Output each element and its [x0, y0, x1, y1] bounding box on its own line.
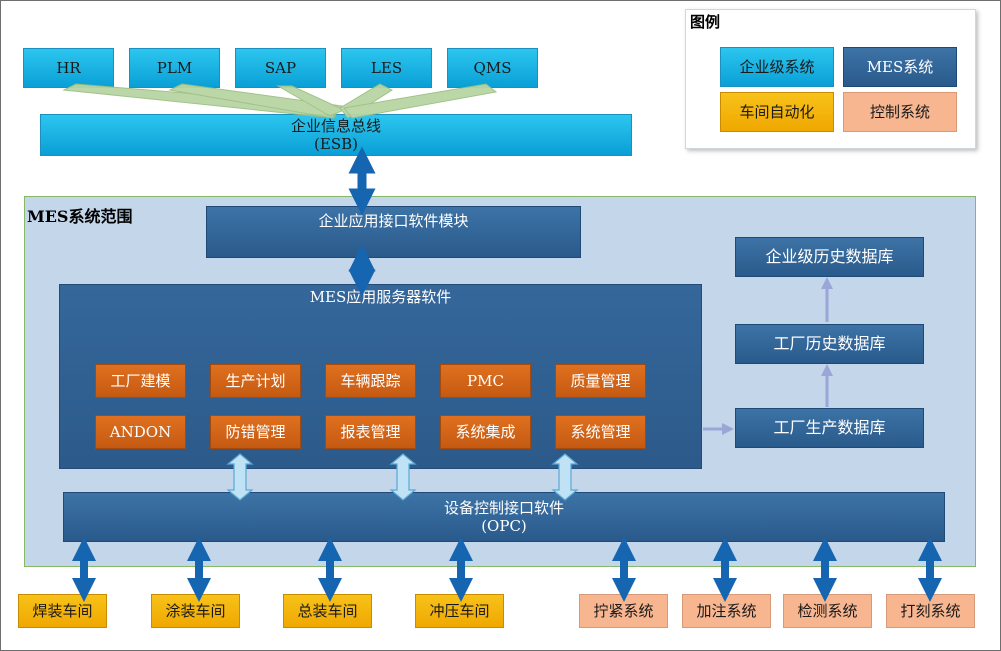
field-arrows — [72, 537, 942, 602]
legend-title: 图例 — [690, 13, 721, 31]
control-filling: 加注系统 — [682, 594, 771, 628]
module-pmc: PMC — [440, 364, 531, 398]
system-sap: SAP — [235, 48, 326, 88]
interface-module: 企业应用接口软件模块 — [206, 206, 581, 258]
legend-enterprise: 企业级系统 — [720, 47, 834, 87]
module-integration: 系统集成 — [440, 415, 531, 449]
legend-mes: MES系统 — [843, 47, 957, 87]
control-tightening: 拧紧系统 — [579, 594, 668, 628]
esb-fan-connectors — [62, 83, 498, 119]
db-factory-history: 工厂历史数据库 — [735, 324, 924, 364]
module-error-proofing: 防错管理 — [210, 415, 301, 449]
legend-workshop: 车间自动化 — [720, 92, 834, 132]
db-enterprise-history: 企业级历史数据库 — [735, 237, 924, 277]
mes-server-title: MES应用服务器软件 — [309, 288, 452, 306]
module-factory-modeling: 工厂建模 — [95, 364, 186, 398]
module-vehicle-tracking: 车辆跟踪 — [325, 364, 416, 398]
module-andon: ANDON — [95, 415, 186, 449]
esb-line1: 企业信息总线 — [290, 117, 381, 135]
opc-interface: 设备控制接口软件 (OPC) — [63, 492, 945, 542]
legend-control: 控制系统 — [843, 92, 957, 132]
module-production-plan: 生产计划 — [210, 364, 301, 398]
opc-line2: (OPC) — [481, 517, 527, 535]
workshop-welding: 焊装车间 — [18, 594, 107, 628]
db-factory-production: 工厂生产数据库 — [735, 408, 924, 448]
module-system-admin: 系统管理 — [555, 415, 646, 449]
mes-scope-title: MES系统范围 — [27, 207, 133, 226]
esb-line2: (ESB) — [314, 135, 358, 153]
workshop-stamping: 冲压车间 — [415, 594, 504, 628]
module-reports: 报表管理 — [325, 415, 416, 449]
server-opc-arrows — [226, 453, 579, 501]
module-quality: 质量管理 — [555, 364, 646, 398]
opc-line1: 设备控制接口软件 — [443, 499, 564, 517]
esb-bus: 企业信息总线 (ESB) — [40, 114, 632, 156]
system-qms: QMS — [447, 48, 538, 88]
